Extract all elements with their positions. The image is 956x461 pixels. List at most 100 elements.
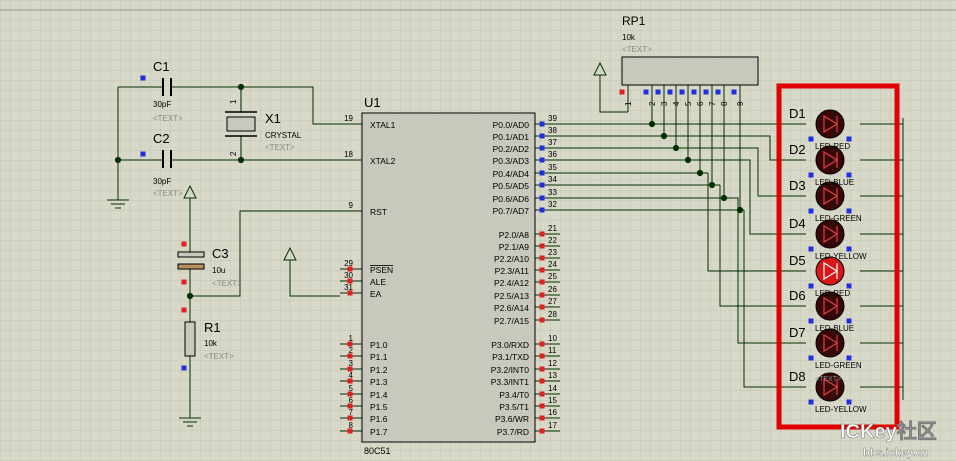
junction-dot [648, 120, 656, 128]
labels: U180C5119XTAL118XTAL29RST29PSEN30ALE31EA… [153, 14, 867, 456]
x1-pin-number: 1 [229, 99, 238, 104]
led-type: LED-BLUE [815, 178, 854, 187]
led-drive-wire [732, 197, 806, 344]
junction-dot [660, 132, 668, 140]
pin-marker-blue [539, 133, 545, 139]
u1-pin-number: 21 [548, 224, 557, 233]
watermark-main: ICKey社区 [840, 419, 937, 443]
r1-placeholder: <TEXT> [204, 352, 234, 361]
u1-pin-name: P1.0 [370, 340, 388, 350]
u1-pin-number: 4 [349, 371, 354, 380]
c2-placeholder: <TEXT> [153, 189, 183, 198]
pin-marker-blue [846, 208, 852, 214]
pin-marker-red [539, 403, 545, 409]
r1-body [184, 321, 196, 357]
pin-marker-blue [808, 208, 814, 214]
c1-placeholder: <TEXT> [153, 114, 183, 123]
u1-pin-name: P3.0/RXD [491, 340, 529, 350]
u1-pin-number: 28 [548, 310, 557, 319]
junction-dot [684, 156, 692, 164]
led-placeholder: <TEXT> [815, 376, 841, 383]
rp1-pin-number: 2 [648, 101, 657, 106]
pin-marker-red [539, 378, 545, 384]
u1-pin-number: 30 [344, 271, 353, 280]
u1-pin-name: P3.1/TXD [492, 352, 529, 362]
u1-pin-name: P1.3 [370, 377, 388, 387]
led-drive-wire [743, 210, 806, 388]
u1-pin-name: XTAL1 [370, 120, 396, 130]
u1-pin-number: 2 [349, 346, 354, 355]
u1-pin-number: 25 [548, 272, 557, 281]
rp1-pin-number: 4 [672, 101, 681, 106]
led-type: LED-YELLOW [815, 405, 867, 414]
x1-body [226, 116, 256, 132]
u1-pin-number: 7 [349, 408, 354, 417]
led-ref: D2 [789, 142, 806, 157]
led-type: LED-YELLOW [815, 252, 867, 261]
pin-marker-red [539, 304, 545, 310]
led-ref: D5 [789, 253, 806, 268]
pin-marker-red [539, 353, 545, 359]
junction-dot [186, 292, 194, 300]
u1-pin-number: 16 [548, 408, 557, 417]
u1-pin-number: 29 [344, 259, 353, 268]
pin-marker-red [539, 279, 545, 285]
pin-marker-blue [846, 355, 852, 361]
u1-pin-name: P0.0/AD0 [493, 120, 530, 130]
junction-dot [720, 194, 728, 202]
u1-pin-name: P3.2/INT0 [491, 365, 530, 375]
led-symbol-triangle [823, 186, 839, 206]
led-type: LED-GREEN [815, 214, 862, 223]
led-symbol-triangle [823, 377, 839, 397]
u1-pin-name: P3.4/T0 [499, 390, 529, 400]
r1-value: 10k [204, 339, 218, 348]
c2-value: 30pF [153, 177, 171, 186]
u1-ref: U1 [364, 95, 381, 110]
rp1-pin-number: 3 [660, 101, 669, 106]
u1-pin-name: P1.4 [370, 390, 388, 400]
u1-pin-name: P1.6 [370, 414, 388, 424]
u1-pin-name: RST [370, 207, 387, 217]
pin-marker-red [347, 278, 353, 284]
pin-marker-red [181, 307, 187, 313]
u1-pin-number: 36 [548, 150, 557, 159]
u1-pin-name: ALE [370, 277, 386, 287]
led-on [815, 256, 845, 286]
pin-marker-red [539, 391, 545, 397]
u1-pin-number: 6 [349, 396, 354, 405]
u1-pin-name: P0.3/AD3 [493, 156, 530, 166]
u1-pin-number: 39 [548, 114, 557, 123]
u1-pin-number: 12 [548, 359, 557, 368]
rp1-pin-number: 5 [684, 101, 693, 106]
u1-pin-number: 35 [548, 163, 557, 172]
u1-pin-number: 5 [349, 384, 354, 393]
ea-wire [289, 260, 340, 297]
pin-marker-blue [808, 283, 814, 289]
u1-pin-number: 9 [349, 201, 354, 210]
u1-pin-name: P0.1/AD1 [493, 132, 530, 142]
x1-value: CRYSTAL [265, 131, 302, 140]
pin-marker-red [619, 89, 625, 95]
pin-marker-red [347, 341, 353, 347]
u1-pin-number: 1 [349, 334, 354, 343]
u1-pin-name: P1.7 [370, 427, 388, 437]
pin-marker-blue [808, 355, 814, 361]
junction-dot [237, 156, 245, 164]
rp1-pin-number: 1 [624, 101, 633, 106]
pin-marker-red [539, 415, 545, 421]
pin-marker-red [539, 267, 545, 273]
led-cathode-wire [860, 123, 903, 388]
led-symbol-triangle [823, 150, 839, 170]
led-symbol-triangle [823, 114, 839, 134]
u1-pin-number: 31 [344, 283, 353, 292]
led-drive-wire [670, 135, 806, 161]
junction-dot [736, 206, 744, 214]
u1-pin-number: 32 [548, 200, 557, 209]
led-type: LED-RED [815, 142, 850, 151]
led-ref: D3 [789, 178, 806, 193]
power-terminal [593, 61, 607, 76]
junction-dot [696, 169, 704, 177]
u1-part: 80C51 [364, 446, 391, 456]
